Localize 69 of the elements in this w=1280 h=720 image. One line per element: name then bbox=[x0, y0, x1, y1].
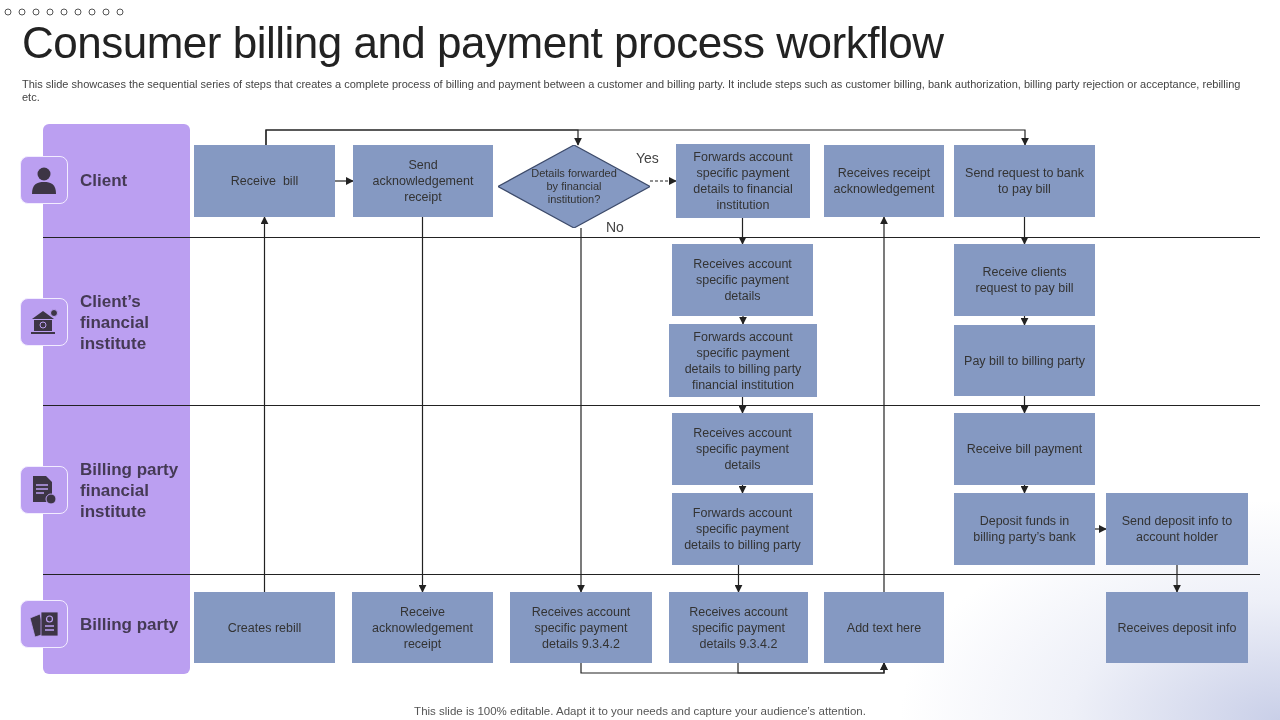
step-label: Receives account specific payment details 9.3.4.2 bbox=[530, 603, 632, 652]
flow-arrow bbox=[738, 396, 747, 414]
footer-note: This slide is 100% editable. Adapt it to your needs and capture your audience’s attention. bbox=[413, 705, 867, 717]
flow-arrow bbox=[1094, 525, 1107, 533]
process-box bbox=[1106, 493, 1248, 565]
flow-arrow bbox=[737, 662, 888, 674]
flow-arrow bbox=[1020, 484, 1029, 494]
flow-arrow bbox=[265, 129, 1029, 146]
process-box bbox=[672, 493, 813, 565]
process-box bbox=[954, 413, 1095, 485]
slide-title: Consumer billing and payment process workflow bbox=[22, 18, 944, 68]
step-label: Forwards account specific payment details to billing party financial institution bbox=[683, 328, 803, 393]
slide-description: This slide showcases the sequential series of steps that creates a complete process of billing and payment between a customer and billing party. It include steps such as customer billing, bank authorization, billing party rejection or acceptance, rebilling etc. bbox=[22, 78, 1242, 104]
decision-question: Details forwarded by financial institution? bbox=[530, 167, 618, 206]
step-label: Add text here bbox=[846, 619, 922, 636]
process-box bbox=[824, 592, 944, 663]
lane-label: Client bbox=[80, 169, 129, 191]
step-label: Send deposit info to account holder bbox=[1120, 513, 1234, 545]
process-box bbox=[954, 325, 1095, 396]
step-label: Forwards account specific payment details to financial institution bbox=[692, 149, 794, 213]
process-box bbox=[352, 592, 493, 663]
step-label: Deposit funds in billing party’s bank bbox=[972, 513, 1077, 545]
lane-label: Client’s financial institute bbox=[80, 290, 150, 354]
process-box bbox=[954, 493, 1095, 565]
process-box bbox=[676, 144, 810, 218]
flow-arrow bbox=[734, 564, 743, 593]
process-box bbox=[672, 244, 813, 316]
lane-label: Billing party financial institute bbox=[80, 458, 180, 522]
edge-label: Yes bbox=[634, 150, 661, 166]
process-box bbox=[824, 145, 944, 217]
step-label: Receives deposit info bbox=[1117, 619, 1237, 636]
edge-label: No bbox=[604, 219, 626, 235]
step-label: Pay bill to billing party bbox=[964, 352, 1085, 369]
process-box bbox=[672, 413, 813, 485]
process-box bbox=[954, 244, 1095, 316]
process-box bbox=[353, 145, 493, 217]
flow-arrow bbox=[649, 177, 677, 185]
flow-arrow bbox=[1020, 395, 1029, 414]
process-box bbox=[510, 592, 652, 663]
flow-arrow bbox=[418, 216, 427, 593]
lane-label: Billing party bbox=[80, 613, 180, 635]
step-label: Receives account specific payment details bbox=[692, 256, 793, 304]
flow-arrow bbox=[738, 484, 747, 494]
step-label: Creates rebill bbox=[227, 619, 302, 636]
process-box bbox=[669, 592, 808, 663]
flow-arrow bbox=[739, 315, 747, 325]
step-label: Receive clients request to pay bill bbox=[974, 264, 1075, 296]
step-label: Forwards account specific payment details to billing party bbox=[683, 505, 802, 553]
process-box bbox=[194, 145, 335, 217]
step-label: Receive bill payment bbox=[966, 441, 1083, 457]
step-label: Send acknowledgement receipt bbox=[371, 157, 475, 205]
flow-arrow bbox=[1173, 564, 1181, 593]
flow-arrow bbox=[260, 216, 269, 593]
step-label: Receives account specific payment details 9.3.4.2 bbox=[688, 603, 789, 652]
flow-arrow bbox=[577, 227, 585, 593]
flow-arrow bbox=[880, 216, 888, 593]
flow-arrow bbox=[1020, 315, 1029, 326]
process-box bbox=[194, 592, 335, 663]
flow-arrow bbox=[334, 177, 354, 185]
flow-arrow bbox=[738, 217, 747, 245]
step-label: Send request to bank to pay bill bbox=[964, 165, 1085, 197]
process-box bbox=[1106, 592, 1248, 663]
step-label: Receive acknowledgement receipt bbox=[371, 603, 474, 652]
process-box bbox=[669, 324, 817, 397]
step-label: Receives account specific payment details bbox=[692, 425, 793, 473]
flow-arrow bbox=[1020, 216, 1029, 245]
step-label: Receives receipt acknowledgement bbox=[832, 165, 936, 197]
process-box bbox=[954, 145, 1095, 217]
step-label: Receive bill bbox=[230, 173, 299, 189]
